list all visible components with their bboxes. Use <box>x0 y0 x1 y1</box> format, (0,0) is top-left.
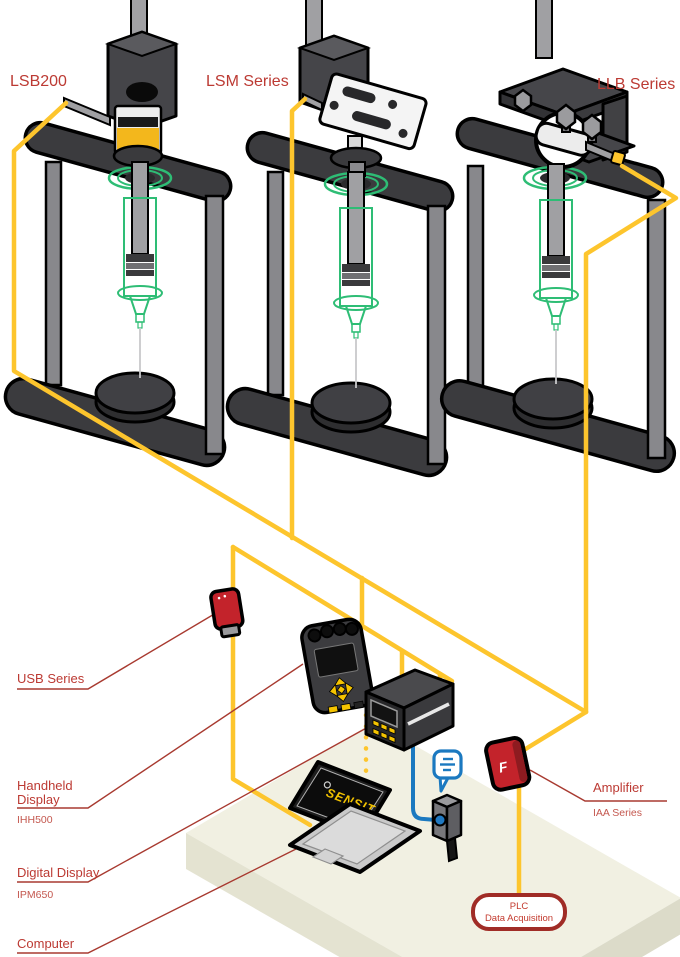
laptop: SENSIT <box>288 760 422 874</box>
speech-bubble-icon <box>432 749 463 793</box>
clamp-bolts <box>513 88 603 143</box>
callout-lines <box>17 612 667 954</box>
syringe <box>533 163 579 384</box>
wire-lsb200 <box>11 100 589 715</box>
gear-icon <box>323 781 331 789</box>
labels: LSB200 LSM Series LLB Series USB Series … <box>10 73 675 951</box>
label-usb-series: USB Series <box>17 671 85 686</box>
callout-usb <box>17 612 217 690</box>
label-iaa-series: IAA Series <box>593 807 642 819</box>
label-handheld-line1: Handheld <box>17 778 73 793</box>
label-digital-display: Digital Display <box>17 865 100 880</box>
plc-box: PLC Data Acquisition <box>471 893 567 931</box>
amplifier-device: F <box>484 736 532 792</box>
handheld-screen <box>313 642 359 678</box>
wire-llb <box>583 163 679 715</box>
syringe <box>333 171 379 388</box>
label-lsm-series: LSM Series <box>206 73 289 90</box>
display-screen <box>370 698 398 729</box>
machine-llb-series <box>439 0 677 474</box>
plc-line2: Data Acquisition <box>485 913 553 924</box>
machine-lsb200 <box>3 0 233 468</box>
usb-device <box>209 587 245 639</box>
display-stripe <box>407 702 450 726</box>
display-buttons <box>372 719 396 744</box>
callout-amplifier <box>529 769 667 802</box>
handheld-keypad <box>327 677 365 714</box>
label-amplifier: Amplifier <box>593 780 644 795</box>
callout-handheld <box>17 663 304 809</box>
plc-line1: PLC <box>510 901 529 912</box>
blue-cable <box>411 710 438 822</box>
label-lsb200: LSB200 <box>10 73 67 90</box>
label-ihh500: IHH500 <box>17 814 53 826</box>
label-handheld-line2: Display <box>17 792 60 807</box>
laptop-trackpad <box>311 848 345 865</box>
sensor-lens <box>433 813 447 827</box>
planar-beam-load-cell <box>318 72 428 151</box>
wire-lsm <box>289 96 308 541</box>
machine-lsm-series <box>225 0 455 478</box>
amplifier-logo: F <box>497 758 509 776</box>
wire-bus <box>230 544 455 684</box>
label-computer: Computer <box>17 936 75 951</box>
sensor-side-rod <box>63 96 111 127</box>
digital-display-device <box>364 668 455 752</box>
handheld-display-device <box>300 617 375 715</box>
callout-digital <box>17 725 371 883</box>
actuator-rod <box>535 0 553 59</box>
syringe <box>117 161 163 378</box>
label-ipm650: IPM650 <box>17 889 53 901</box>
label-llb-series: LLB Series <box>597 76 675 93</box>
callout-computer <box>17 848 297 954</box>
sensor-device <box>431 793 463 863</box>
